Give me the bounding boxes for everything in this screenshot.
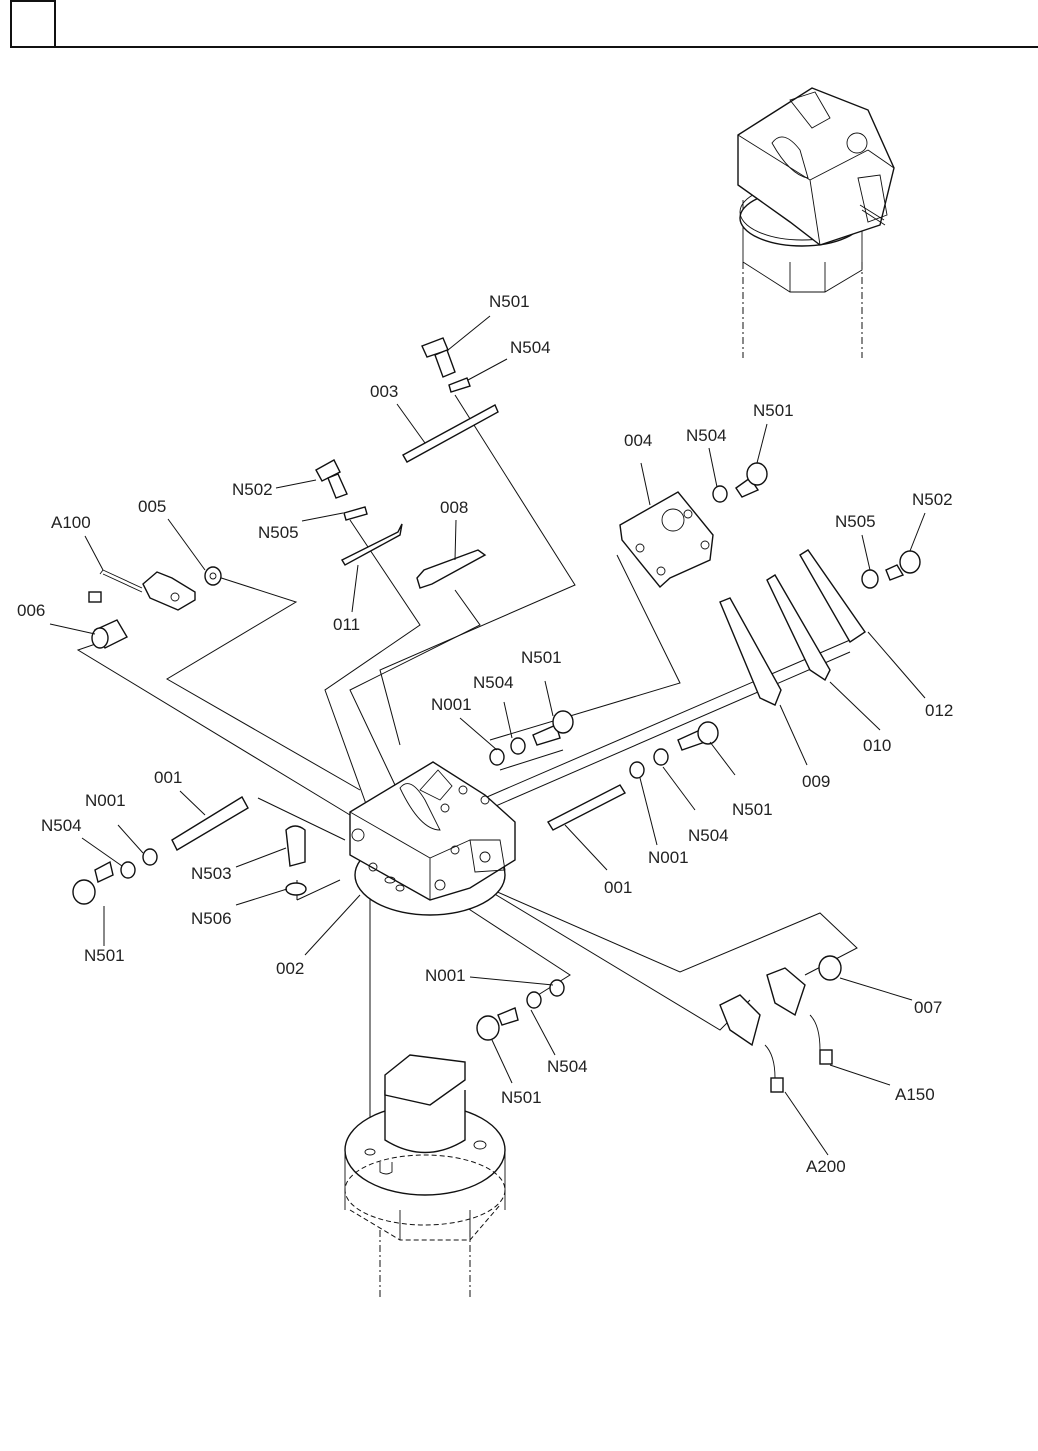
label-A150: A150 [895,1085,935,1104]
spindle-base [344,1054,506,1300]
label-002: 002 [276,959,304,978]
label-N505-left: N505 [258,523,299,542]
label-N504-right: N504 [686,426,727,445]
label-N001-mid: N001 [431,695,472,714]
label-N504-mid2: N504 [688,826,729,845]
label-008: 008 [440,498,468,517]
label-N505-right: N505 [835,512,876,531]
label-001-left: 001 [154,768,182,787]
label-N504-bottom: N504 [547,1057,588,1076]
label-N001-mid2: N001 [648,848,689,867]
right-upper-parts [619,462,921,706]
label-N501-mid2: N501 [732,800,773,819]
label-N502-left: N502 [232,480,273,499]
label-006: 006 [17,601,45,620]
label-N504-top: N504 [510,338,551,357]
label-009: 009 [802,772,830,791]
label-010: 010 [863,736,891,755]
label-001-right: 001 [604,878,632,897]
label-003: 003 [370,382,398,401]
main-block-assembly [349,761,516,916]
top-parts [88,337,499,649]
callout-leaders [49,315,926,1156]
label-N501-mid: N501 [521,648,562,667]
label-004: 004 [624,431,652,450]
label-N501-left: N501 [84,946,125,965]
label-A100: A100 [51,513,91,532]
header-rule [10,46,1038,48]
label-N001-left: N001 [85,791,126,810]
assembled-view-inset [737,87,895,358]
label-012: 012 [925,701,953,720]
label-N504-left: N504 [41,816,82,835]
label-A200: A200 [806,1157,846,1176]
label-005: 005 [138,497,166,516]
label-N501-right: N501 [753,401,794,420]
bottom-right-sensors [719,955,842,1093]
label-N506: N506 [191,909,232,928]
part-labels: N501 N504 003 N502 N505 008 011 A100 005… [17,292,953,1176]
label-N001-bottom: N001 [425,966,466,985]
label-N501-top: N501 [489,292,530,311]
label-N503: N503 [191,864,232,883]
label-011: 011 [333,615,360,634]
header-index-box [10,0,56,46]
label-N504-mid: N504 [473,673,514,692]
label-N502-right: N502 [912,490,953,509]
middle-fasteners [72,710,719,1041]
label-007: 007 [914,998,942,1017]
label-N501-bottom: N501 [501,1088,542,1107]
